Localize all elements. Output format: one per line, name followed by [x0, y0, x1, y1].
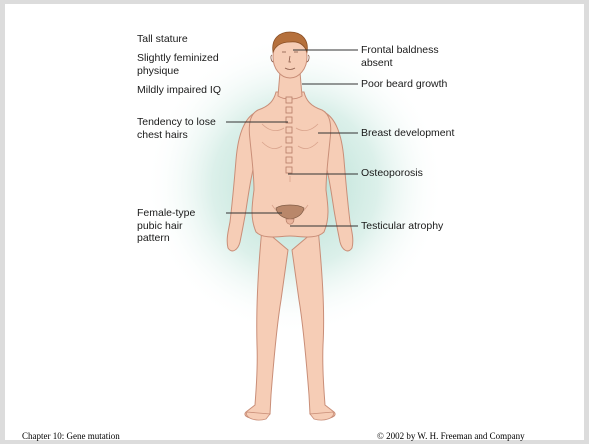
footer-chapter: Chapter 10: Gene mutation — [22, 431, 120, 441]
label-frontal-baldness: Frontal baldness absent — [361, 44, 439, 69]
label-pubic-hair: Female-type pubic hair pattern — [137, 207, 195, 245]
label-tall-stature: Tall stature — [137, 33, 188, 46]
label-feminized-physique: Slightly feminized physique — [137, 52, 219, 77]
label-impaired-iq: Mildly impaired IQ — [137, 84, 221, 97]
label-breast: Breast development — [361, 127, 454, 140]
right-leg — [292, 228, 335, 419]
left-leg — [245, 228, 288, 419]
label-beard: Poor beard growth — [361, 78, 447, 91]
label-testicular: Testicular atrophy — [361, 220, 443, 233]
footer-copyright: © 2002 by W. H. Freeman and Company — [377, 431, 525, 441]
genitals — [286, 219, 294, 224]
label-chest-hairs: Tendency to lose chest hairs — [137, 116, 216, 141]
label-osteoporosis: Osteoporosis — [361, 167, 423, 180]
